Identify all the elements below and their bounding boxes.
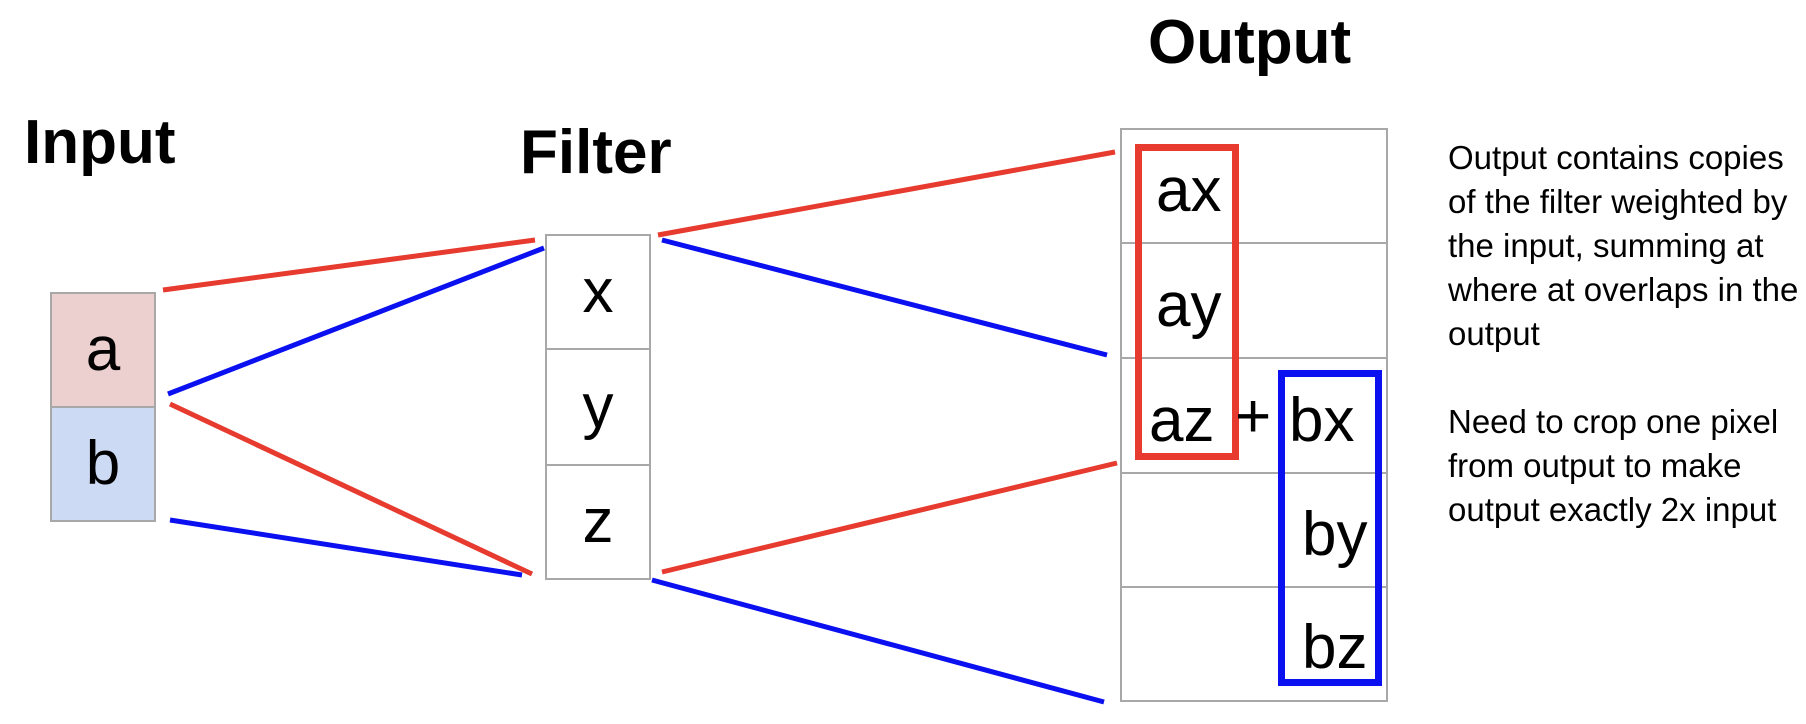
filter-heading: Filter xyxy=(520,118,672,187)
output-heading: Output xyxy=(1148,8,1352,77)
connector-filter-to-output-red-bottom xyxy=(661,460,1118,575)
output-ax: ax xyxy=(1156,156,1222,225)
blue-filter-copy-box xyxy=(1278,370,1382,686)
red-filter-copy-box xyxy=(1135,144,1239,460)
output-by: by xyxy=(1302,500,1368,569)
output-row-divider xyxy=(1121,242,1387,244)
output-az: az xyxy=(1149,386,1215,455)
output-ay: ay xyxy=(1156,271,1222,340)
output-grid xyxy=(1120,128,1388,702)
input-cell-b: b xyxy=(50,406,156,522)
filter-cell-z: z xyxy=(545,464,651,580)
explanation-notes: Output contains copies of the filter wei… xyxy=(1448,136,1806,532)
connector-a-to-filter-bottom xyxy=(168,401,534,577)
connector-a-to-filter-top xyxy=(162,237,536,293)
input-heading: Input xyxy=(24,108,176,177)
connector-filter-to-output-blue-top xyxy=(661,237,1108,358)
filter-cell-x: x xyxy=(545,234,651,350)
connector-b-to-filter-bottom xyxy=(169,517,523,578)
output-row-divider xyxy=(1121,586,1387,588)
note-overlap-summing: Output contains copies of the filter wei… xyxy=(1448,139,1799,352)
connector-b-to-filter-top xyxy=(167,245,545,397)
filter-cell-y: y xyxy=(545,348,651,466)
note-crop-output: Need to crop one pixel from output to ma… xyxy=(1448,403,1779,528)
output-bz: bz xyxy=(1302,613,1368,682)
connector-filter-to-output-blue-bottom xyxy=(651,577,1105,705)
output-bx: bx xyxy=(1289,386,1355,455)
connector-filter-to-output-red-top xyxy=(657,149,1116,238)
output-row-divider xyxy=(1121,472,1387,474)
output-row-divider xyxy=(1121,357,1387,359)
output-plus: + xyxy=(1235,382,1272,451)
